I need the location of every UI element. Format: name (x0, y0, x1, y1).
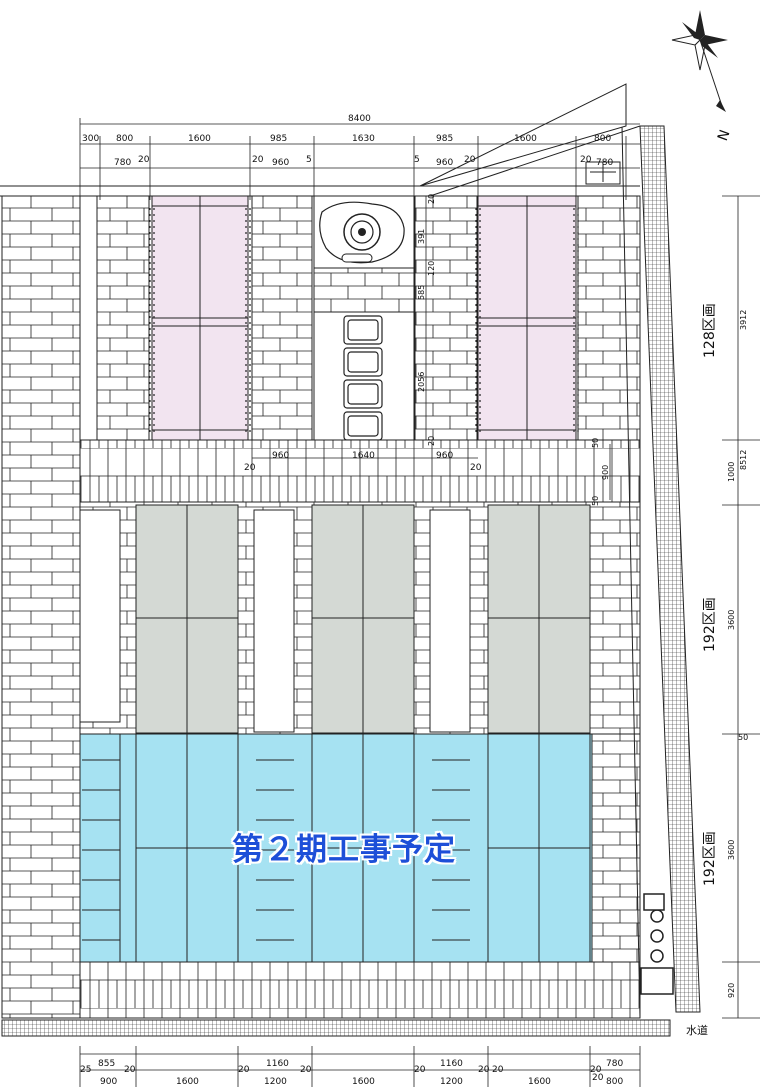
bottom-dimension-lines (79, 1046, 641, 1087)
dim-center: 585 (417, 285, 426, 300)
dim-right: 50 (591, 438, 600, 448)
dim-top2: 20 (464, 155, 476, 165)
dim-top2: 960 (272, 158, 289, 168)
dim-bottom2: 20 (590, 1065, 602, 1075)
dim-top: 1600 (188, 134, 211, 144)
dim-center: 20 (427, 194, 436, 204)
dim-right: 3600 (727, 610, 736, 630)
phase2-banner: 第２期工事予定 (232, 832, 456, 868)
dim-top2: 20 (138, 155, 150, 165)
dim-center: 2056 (417, 372, 426, 392)
dim-bottom1: 20 (124, 1065, 136, 1075)
dim-right: 900 (601, 465, 610, 480)
dim-center: 391 (417, 229, 426, 244)
right-dimension-lines (252, 195, 760, 1019)
dim-bottom1: 780 (606, 1059, 623, 1069)
dim-top2: 20 (580, 155, 592, 165)
dim-top2: 960 (436, 158, 453, 168)
dim-center: 120 (427, 261, 436, 276)
upper-brick-left (96, 195, 150, 441)
water-label: 水道 (686, 1024, 708, 1037)
dim-bottom1: 1160 (266, 1059, 289, 1069)
dim-mid: 20 (244, 463, 256, 473)
dim-right: 8512 (739, 450, 748, 470)
pink-zone-left (151, 195, 249, 441)
dim-top: 800 (594, 134, 611, 144)
north-label: N (715, 128, 734, 143)
center-boxes (343, 315, 383, 441)
bottom-road-hatch (1, 1019, 671, 1037)
top-dimension-lines (79, 118, 640, 200)
dim-right: 920 (727, 983, 736, 998)
dim-bottom1: 20 (478, 1065, 490, 1075)
dim-top2: 780 (596, 158, 613, 168)
dim-bottom1: 20 (300, 1065, 312, 1075)
dim-top2: 5 (306, 155, 312, 165)
upper-brick-right (577, 195, 641, 441)
dim-bottom2: 20 (592, 1073, 604, 1083)
zone-label-192a: 192区画 (702, 597, 718, 652)
dim-mid: 960 (436, 451, 453, 461)
zone-label-128: 128区画 (702, 303, 718, 358)
pink-zone-right (477, 195, 577, 441)
equipment-symbol (319, 201, 405, 264)
dim-bottom2: 20 (492, 1065, 504, 1075)
dim-center: 20 (427, 436, 436, 446)
dim-bottom1: 855 (98, 1059, 115, 1069)
center-bricks (313, 267, 415, 313)
bottom-band (79, 961, 641, 1019)
dim-bottom2: 1600 (528, 1077, 551, 1087)
dim-top: 985 (270, 134, 287, 144)
dim-right: 1000 (727, 462, 736, 482)
dim-mid: 20 (470, 463, 482, 473)
left-brick-strip (1, 195, 81, 1019)
dim-mid: 1640 (352, 451, 375, 461)
dim-top2: 20 (252, 155, 264, 165)
dim-bottom2: 1200 (440, 1077, 463, 1087)
dim-bottom2: 1600 (352, 1077, 375, 1087)
dim-bottom2: 800 (606, 1077, 623, 1087)
dim-top: 300 (82, 134, 99, 144)
dim-top: 985 (436, 134, 453, 144)
dim-top: 800 (116, 134, 133, 144)
dim-total-width: 8400 (348, 114, 371, 124)
dim-top: 1630 (352, 134, 375, 144)
dim-bottom1: 1160 (440, 1059, 463, 1069)
north-arrow-icon (671, 10, 728, 112)
dim-bottom2: 900 (100, 1077, 117, 1087)
zone-label-192b: 192区画 (702, 831, 718, 886)
upper-brick-mid-l (251, 195, 313, 441)
dim-right: 3912 (739, 310, 748, 330)
dim-bottom2: 20 (238, 1065, 250, 1075)
dim-bottom2: 1200 (264, 1077, 287, 1087)
dim-right: 50 (738, 733, 748, 742)
white-strips (79, 509, 471, 733)
dim-top: 1600 (514, 134, 537, 144)
dim-bottom2: 1600 (176, 1077, 199, 1087)
dim-top2: 780 (114, 158, 131, 168)
dim-right: 3600 (727, 840, 736, 860)
dim-top2: 5 (414, 155, 420, 165)
dim-bottom2: 25 (80, 1065, 91, 1075)
top-triangle (419, 83, 627, 187)
upper-brick-mid-r (414, 195, 478, 441)
dim-bottom2: 20 (414, 1065, 426, 1075)
right-hatch-strip (639, 125, 701, 1013)
dim-mid: 960 (272, 451, 289, 461)
mid-band (79, 439, 641, 503)
manhole-symbols (640, 893, 674, 995)
dim-right: 50 (591, 496, 600, 506)
phase2-right-bricks (591, 733, 641, 963)
